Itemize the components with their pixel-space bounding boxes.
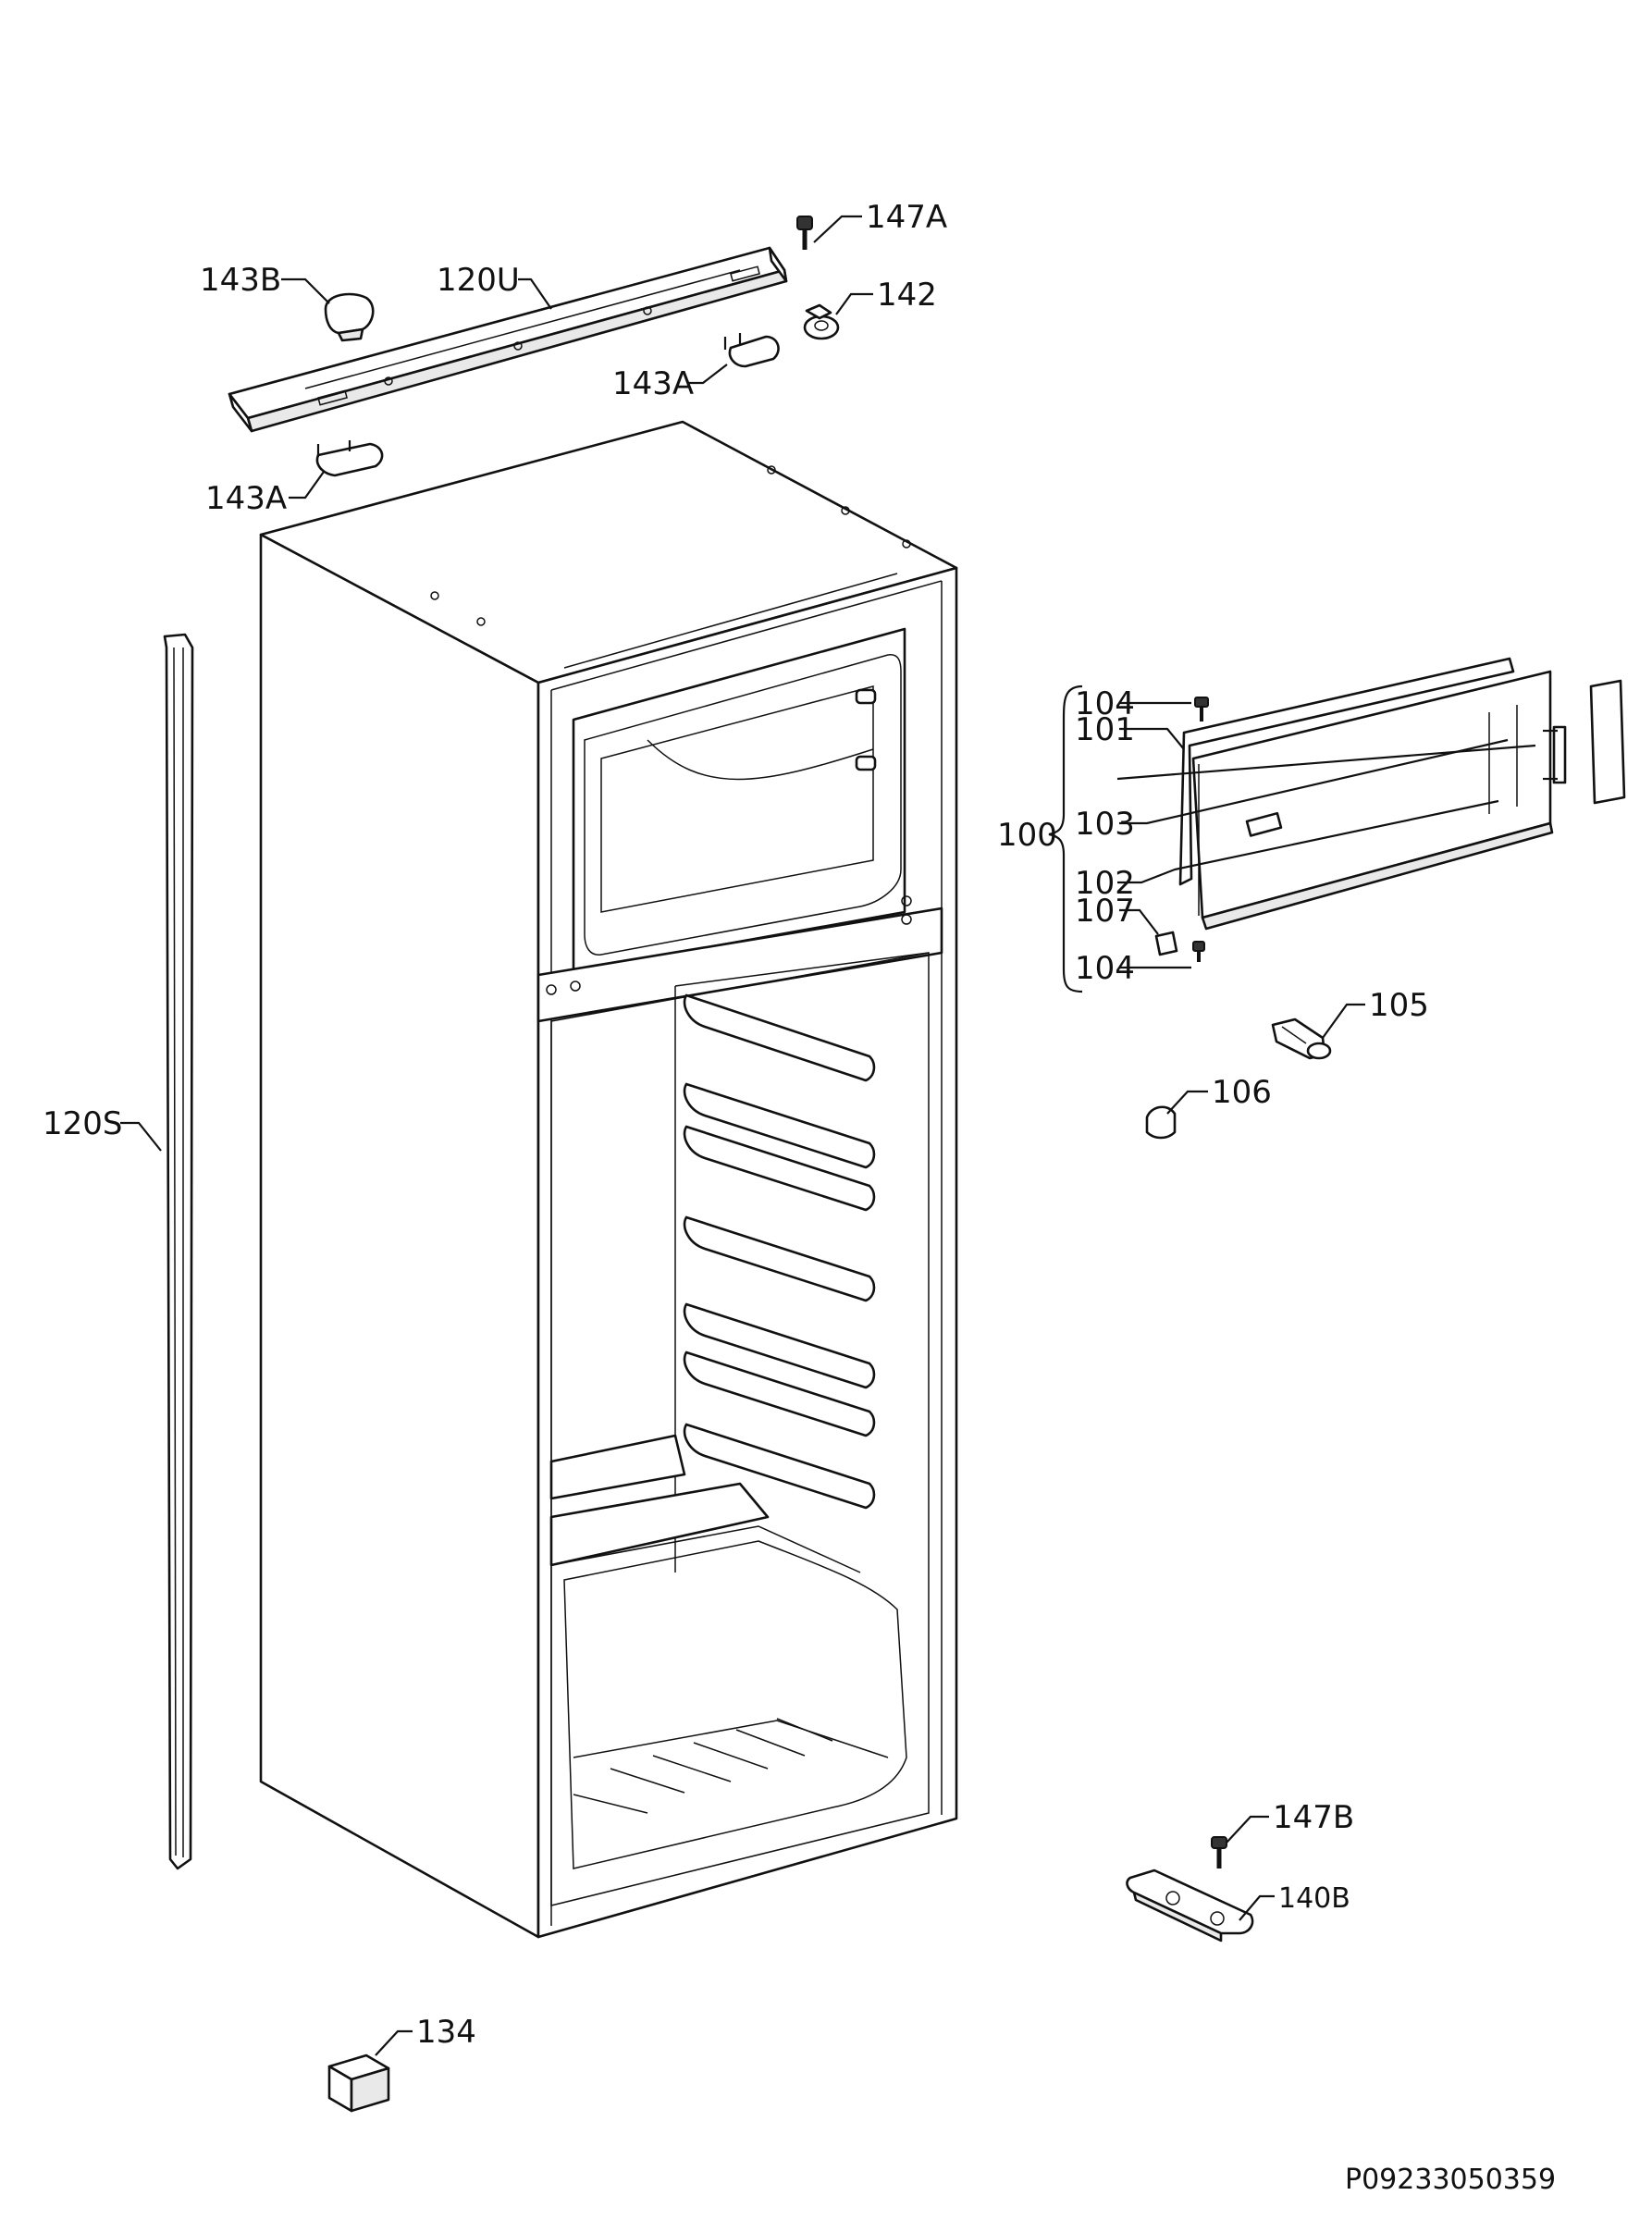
- label-120S: 120S: [43, 1105, 122, 1142]
- hinge-cover-143B[interactable]: [324, 292, 375, 342]
- label-103: 103: [1075, 806, 1135, 843]
- screw-147A[interactable]: [796, 216, 813, 250]
- label-101: 101: [1075, 711, 1135, 748]
- side-strip-120S[interactable]: [163, 633, 194, 1870]
- hinge-cap-143A-left[interactable]: [315, 440, 384, 477]
- label-106: 106: [1212, 1074, 1272, 1111]
- top-hinge-bar-120U[interactable]: [228, 246, 788, 433]
- foot-134[interactable]: [327, 2054, 390, 2113]
- hinge-bushing-142[interactable]: [803, 303, 840, 340]
- label-100: 100: [997, 817, 1057, 854]
- leader-lines: [120, 215, 1536, 2056]
- door-pin-105[interactable]: [1271, 1018, 1332, 1060]
- fridge-compartment: [549, 952, 930, 1906]
- label-140B: 140B: [1278, 1882, 1350, 1915]
- freezer-compartment: [536, 627, 943, 1023]
- label-142: 142: [877, 277, 937, 314]
- hinge-cap-143A-top[interactable]: [723, 333, 780, 368]
- label-104-top: 104: [1075, 685, 1135, 722]
- label-143B: 143B: [200, 262, 281, 299]
- screw-104-bottom[interactable]: [1192, 941, 1205, 962]
- label-143A-left: 143A: [205, 480, 287, 517]
- label-147B: 147B: [1273, 1799, 1354, 1836]
- label-143A-top: 143A: [612, 365, 694, 402]
- freezer-door-assembly-100[interactable]: [1178, 657, 1626, 931]
- document-id: P09233050359: [1345, 2164, 1556, 2196]
- shelf-rails: [683, 993, 876, 1510]
- cap-106[interactable]: [1145, 1105, 1177, 1140]
- label-105: 105: [1369, 987, 1429, 1024]
- label-107: 107: [1075, 893, 1135, 930]
- bottom-hinge-140B[interactable]: [1126, 1868, 1254, 1942]
- plug-107[interactable]: [1154, 931, 1178, 956]
- screw-147B[interactable]: [1211, 1836, 1227, 1868]
- label-104-bottom: 104: [1075, 950, 1135, 987]
- label-147A: 147A: [866, 199, 947, 236]
- label-120U: 120U: [437, 262, 520, 299]
- label-134: 134: [416, 2014, 476, 2051]
- label-102: 102: [1075, 865, 1135, 902]
- part-labels: 147A 143B 120U 142 143A 143A 104 101 100…: [43, 199, 1556, 2196]
- screw-104-top[interactable]: [1194, 697, 1209, 722]
